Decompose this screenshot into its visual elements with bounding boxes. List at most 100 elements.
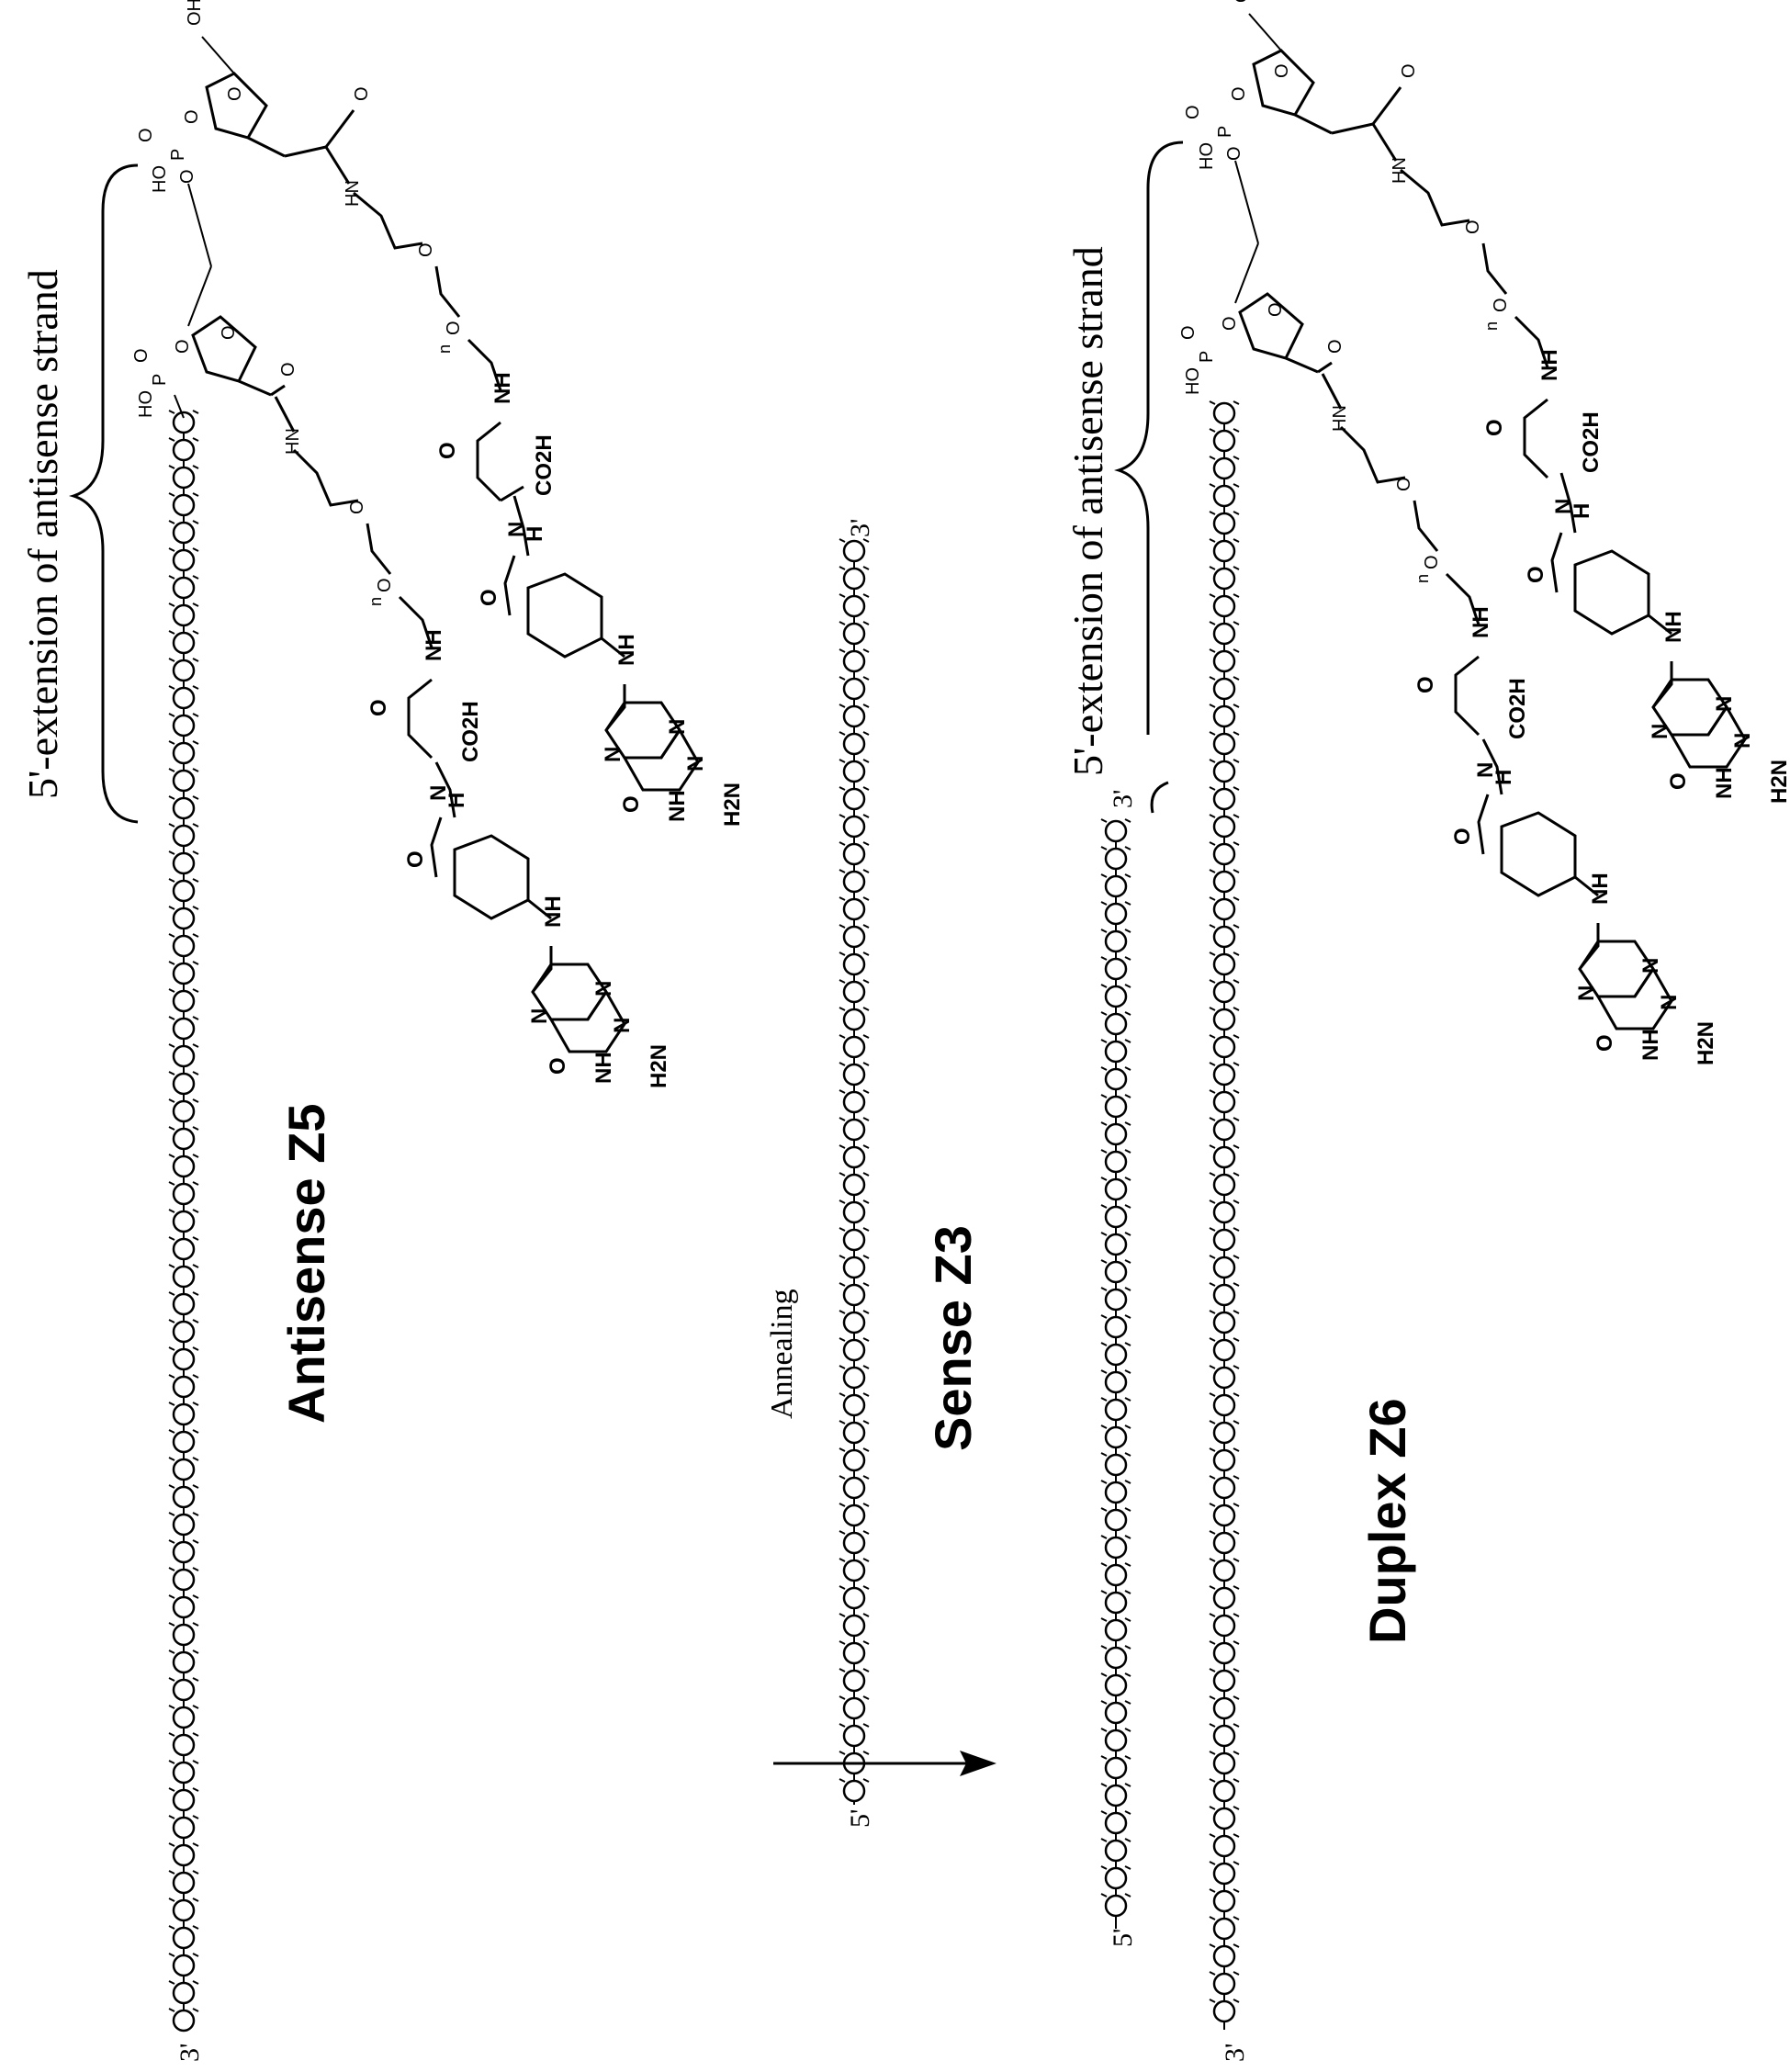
svg-text:H2N: H2N	[1767, 760, 1790, 804]
nucleotide	[1214, 596, 1234, 616]
nucleotide	[1214, 1147, 1234, 1167]
nucleotide	[1214, 1726, 1234, 1746]
nucleotide	[1106, 1042, 1126, 1062]
nucleotide	[1214, 1064, 1234, 1085]
nucleotide	[1214, 458, 1234, 479]
svg-text:O: O	[347, 500, 367, 514]
nucleotide	[174, 1570, 194, 1590]
nucleotide	[1106, 1097, 1126, 1117]
nucleotide	[1214, 1175, 1234, 1195]
nucleotide	[174, 826, 194, 846]
svg-text:HN: HN	[343, 180, 363, 207]
nucleotide	[174, 1101, 194, 1121]
nucleotide	[174, 1459, 194, 1480]
nucleotide	[174, 1652, 194, 1672]
nucleotide	[1214, 431, 1234, 451]
svg-text:NH: NH	[591, 1052, 616, 1084]
nucleotide	[1106, 1152, 1126, 1172]
svg-text:O: O	[477, 589, 501, 606]
svg-text:n: n	[1482, 321, 1501, 331]
nucleotide	[1214, 1836, 1234, 1856]
svg-text:O: O	[131, 348, 152, 363]
nucleotide	[844, 1505, 864, 1526]
nucleotide	[174, 853, 194, 873]
svg-text:N: N	[1473, 762, 1498, 778]
svg-text:O: O	[225, 86, 245, 101]
nucleotide	[844, 569, 864, 589]
nucleotide	[174, 1156, 194, 1177]
nucleotide	[1214, 1643, 1234, 1663]
nucleotide	[174, 936, 194, 956]
nucleotide	[174, 963, 194, 984]
nucleotide	[1214, 1974, 1234, 1994]
nucleotide	[1214, 734, 1234, 754]
nucleotide	[1106, 1648, 1126, 1668]
nucleotide	[174, 1845, 194, 1865]
nucleotide	[174, 798, 194, 818]
nucleotide	[844, 1450, 864, 1470]
svg-text:O: O	[619, 795, 644, 813]
folate-conjugate-right: OH O O HN P HO O O O O O HN P HO O O O O…	[1178, 0, 1790, 1065]
nucleotide	[844, 789, 864, 809]
benzene-ring-lower	[455, 836, 528, 918]
nucleotide	[1106, 1730, 1126, 1751]
svg-text:n: n	[366, 597, 385, 606]
nucleotide	[844, 734, 864, 754]
svg-text:O: O	[1491, 298, 1511, 312]
svg-text:NH: NH	[1537, 349, 1562, 381]
nucleotide	[844, 706, 864, 726]
svg-text:O: O	[1272, 63, 1292, 78]
nucleotide	[844, 1009, 864, 1030]
svg-text:O: O	[1266, 302, 1286, 317]
nucleotide	[1214, 1698, 1234, 1718]
nucleotide	[1214, 982, 1234, 1002]
nucleotide	[1106, 821, 1126, 841]
nucleotide	[1106, 931, 1126, 952]
nucleotide	[844, 1478, 864, 1498]
nucleotide	[174, 1294, 194, 1314]
nucleotide	[174, 523, 194, 543]
nucleotide	[1214, 954, 1234, 974]
nucleotide	[1214, 927, 1234, 947]
nucleotide	[1106, 1317, 1126, 1337]
nucleotide	[1214, 899, 1234, 919]
svg-text:O: O	[1178, 325, 1199, 340]
nucleotide	[1214, 513, 1234, 534]
nucleotide	[1106, 876, 1126, 896]
nucleotide	[1106, 1896, 1126, 1916]
nucleotide	[844, 1257, 864, 1278]
svg-text:NH: NH	[1661, 611, 1686, 643]
svg-text:N: N	[1648, 724, 1672, 739]
svg-text:OH: OH	[1232, 0, 1252, 3]
nucleotide	[844, 927, 864, 947]
nucleotide	[1214, 1616, 1234, 1636]
nucleotide	[844, 982, 864, 1002]
nucleotide	[1106, 1813, 1126, 1833]
nucleotide	[1214, 1202, 1234, 1222]
nucleotide	[844, 899, 864, 919]
nucleotide	[1106, 1758, 1126, 1778]
nucleotide	[844, 1781, 864, 1801]
svg-text:NH: NH	[1588, 873, 1613, 905]
svg-text:H2N: H2N	[1694, 1021, 1718, 1065]
nucleotide	[1214, 1560, 1234, 1581]
svg-text:NH: NH	[541, 895, 566, 928]
nucleotide	[1106, 1345, 1126, 1365]
svg-text:N: N	[683, 756, 708, 771]
svg-text:N: N	[504, 522, 529, 537]
nucleotide	[1106, 1841, 1126, 1861]
nucleotide	[1214, 1037, 1234, 1057]
svg-text:O: O	[182, 109, 202, 124]
svg-text:O: O	[1224, 146, 1244, 161]
nucleotide	[1214, 1395, 1234, 1415]
nucleotide	[1106, 1400, 1126, 1420]
svg-text:N: N	[1730, 733, 1755, 749]
nucleotide	[1106, 1675, 1126, 1695]
nucleotide	[844, 1395, 864, 1415]
nucleotide	[844, 816, 864, 837]
nucleotide	[174, 1983, 194, 2003]
svg-text:O: O	[173, 339, 193, 354]
extension-label-right: 5'-extension of antisense strand	[1064, 246, 1111, 776]
svg-text:NH: NH	[665, 790, 690, 822]
nucleotide	[1214, 1478, 1234, 1498]
